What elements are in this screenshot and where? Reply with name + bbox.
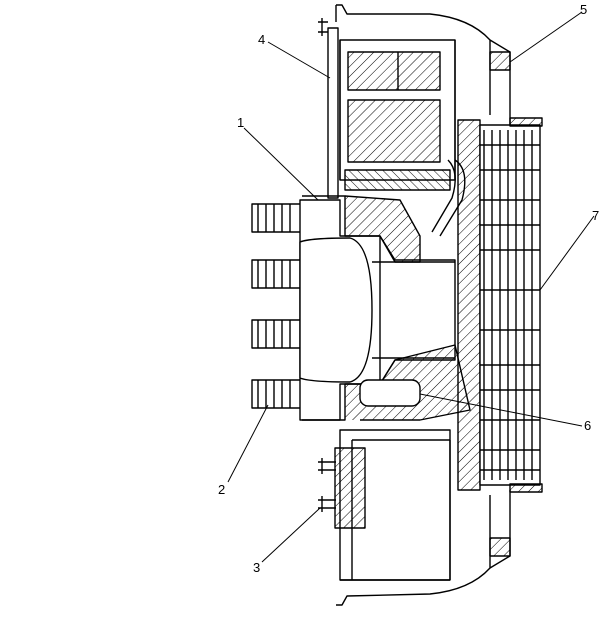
lower-studs [318, 458, 336, 512]
rotor-rim [509, 117, 543, 127]
oil-tube [431, 159, 466, 237]
piston-upper [347, 51, 441, 91]
pin [359, 379, 421, 407]
rotor-rim-bottom [509, 483, 543, 493]
rotor-backplate [457, 119, 481, 491]
cover-bolt-top [318, 18, 328, 36]
housing-outline [335, 4, 511, 125]
label-2: 2 [218, 482, 225, 497]
housing-flange-bottom [489, 537, 511, 557]
label-3: 3 [253, 560, 260, 575]
rotor-fins [479, 124, 541, 486]
bore-inner [299, 237, 373, 383]
rotor-fin-lines [480, 130, 540, 480]
label-5: 5 [580, 2, 587, 17]
label-6: 6 [584, 418, 591, 433]
label-7: 7 [592, 208, 599, 223]
housing-flange-top [489, 51, 511, 71]
stud-bolts [251, 203, 303, 409]
chamber-walls [339, 40, 456, 191]
label-1: 1 [237, 115, 244, 130]
cover-plate [327, 27, 339, 199]
lower-bolt-block [334, 447, 366, 529]
piston-body [347, 99, 441, 163]
leader-lines [227, 11, 595, 563]
label-4: 4 [258, 32, 265, 47]
